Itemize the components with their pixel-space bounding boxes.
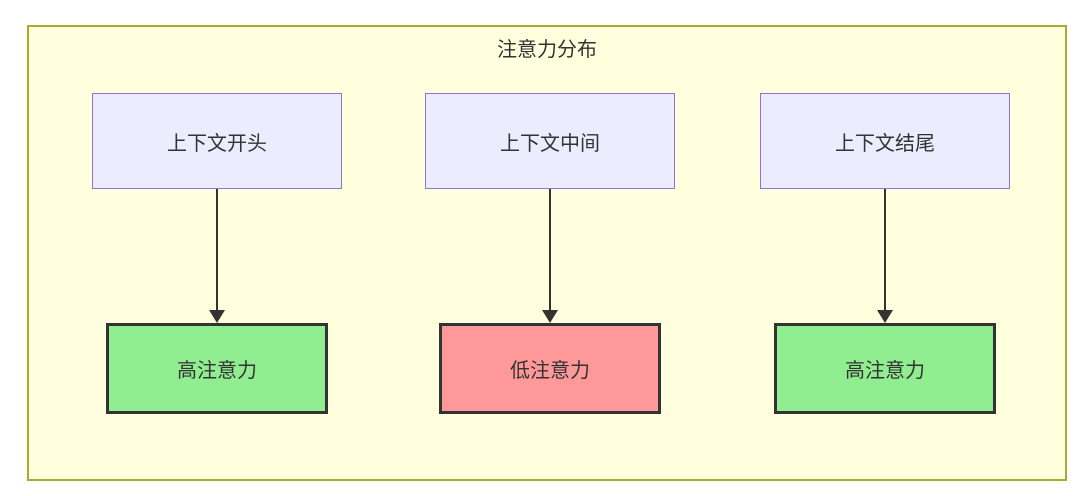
node-context-start: 上下文开头 [92,93,342,189]
arrow-start-to-high [209,189,225,323]
node-context-end: 上下文结尾 [760,93,1010,189]
arrow-middle-to-low [542,189,558,323]
diagram-title: 注意力分布 [497,37,597,61]
arrow-line [884,189,886,310]
arrow-head-icon [877,310,893,323]
flow-column-context-start: 上下文开头 高注意力 [92,93,342,414]
arrow-line [216,189,218,310]
attention-distribution-container: 注意力分布 上下文开头 高注意力 上下文中间 低注意力 上下文结尾 高注意力 [27,25,1067,481]
flow-column-context-middle: 上下文中间 低注意力 [425,93,675,414]
arrow-head-icon [542,310,558,323]
node-low-attention-middle: 低注意力 [439,323,661,414]
arrow-head-icon [209,310,225,323]
node-high-attention-left: 高注意力 [106,323,328,414]
flow-column-context-end: 上下文结尾 高注意力 [760,93,1010,414]
arrow-line [549,189,551,310]
arrow-end-to-high [877,189,893,323]
node-high-attention-right: 高注意力 [774,323,996,414]
node-context-middle: 上下文中间 [425,93,675,189]
